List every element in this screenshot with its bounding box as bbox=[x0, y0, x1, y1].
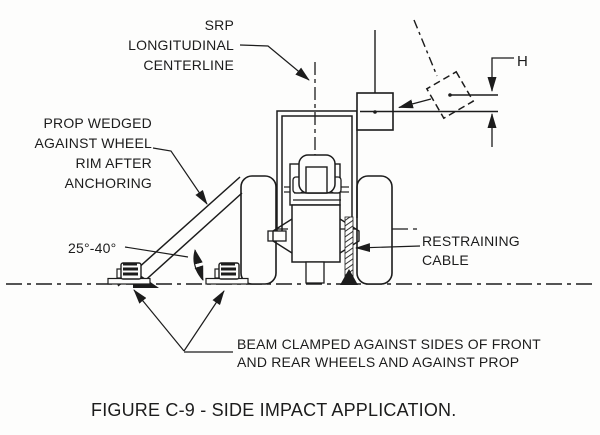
srp-line2: LONGITUDINAL bbox=[128, 37, 234, 53]
prop-angle-label: 25°-40° bbox=[68, 240, 116, 256]
drawbar bbox=[305, 261, 325, 284]
wheel-clamp-rear bbox=[205, 262, 249, 285]
restraining-cable-hatch bbox=[340, 216, 358, 285]
rear-tire-right bbox=[356, 175, 393, 285]
cable-line1: RESTRAINING bbox=[422, 233, 520, 249]
beam-line2: AND REAR WHEELS AND AGAINST PROP bbox=[237, 354, 519, 370]
raised-center-dot bbox=[448, 93, 452, 97]
srp-centerline-label: SRP LONGITUDINAL CENTERLINE bbox=[128, 17, 234, 73]
beam-clamp-leader bbox=[133, 289, 233, 353]
prop-line4: ANCHORING bbox=[65, 175, 152, 191]
restraining-cable-label: RESTRAINING CABLE bbox=[422, 233, 520, 268]
prop-leader-arrow bbox=[152, 147, 208, 205]
rear-tire-left bbox=[240, 175, 277, 285]
rops-left-foot bbox=[267, 230, 287, 242]
prop-line2: AGAINST WHEEL bbox=[35, 135, 152, 151]
raised-impactor-suspension-line bbox=[413, 19, 438, 77]
srp-leader-arrow bbox=[239, 44, 310, 81]
impactor-impact-position bbox=[356, 92, 498, 131]
beam-line1: BEAM CLAMPED AGAINST SIDES OF FRONT bbox=[237, 336, 541, 352]
srp-line1: SRP bbox=[205, 17, 234, 33]
impactor-raised-position bbox=[398, 70, 498, 120]
figure-caption: FIGURE C-9 - SIDE IMPACT APPLICATION. bbox=[91, 400, 456, 420]
beam-clamped-label: BEAM CLAMPED AGAINST SIDES OF FRONT AND … bbox=[237, 336, 541, 370]
prop-line1: PROP WEDGED bbox=[43, 115, 152, 131]
wheel-clamp-front bbox=[107, 262, 151, 285]
impactor-center-dot bbox=[373, 110, 377, 114]
drop-height-dimension: H bbox=[487, 53, 528, 147]
tractor-seat bbox=[292, 154, 342, 201]
cable-line2: CABLE bbox=[422, 252, 469, 268]
swing-direction-arrow bbox=[398, 98, 432, 109]
prop-line3: RIM AFTER bbox=[76, 155, 152, 171]
angle-arc-arrows bbox=[124, 246, 204, 281]
prop-wedged-label: PROP WEDGED AGAINST WHEEL RIM AFTER ANCH… bbox=[35, 115, 152, 191]
axle-housing-left bbox=[272, 218, 293, 254]
drop-height-label: H bbox=[517, 53, 528, 70]
srp-line3: CENTERLINE bbox=[143, 57, 234, 73]
ground-anchor bbox=[340, 269, 358, 285]
cable-leader-arrow bbox=[355, 243, 421, 253]
